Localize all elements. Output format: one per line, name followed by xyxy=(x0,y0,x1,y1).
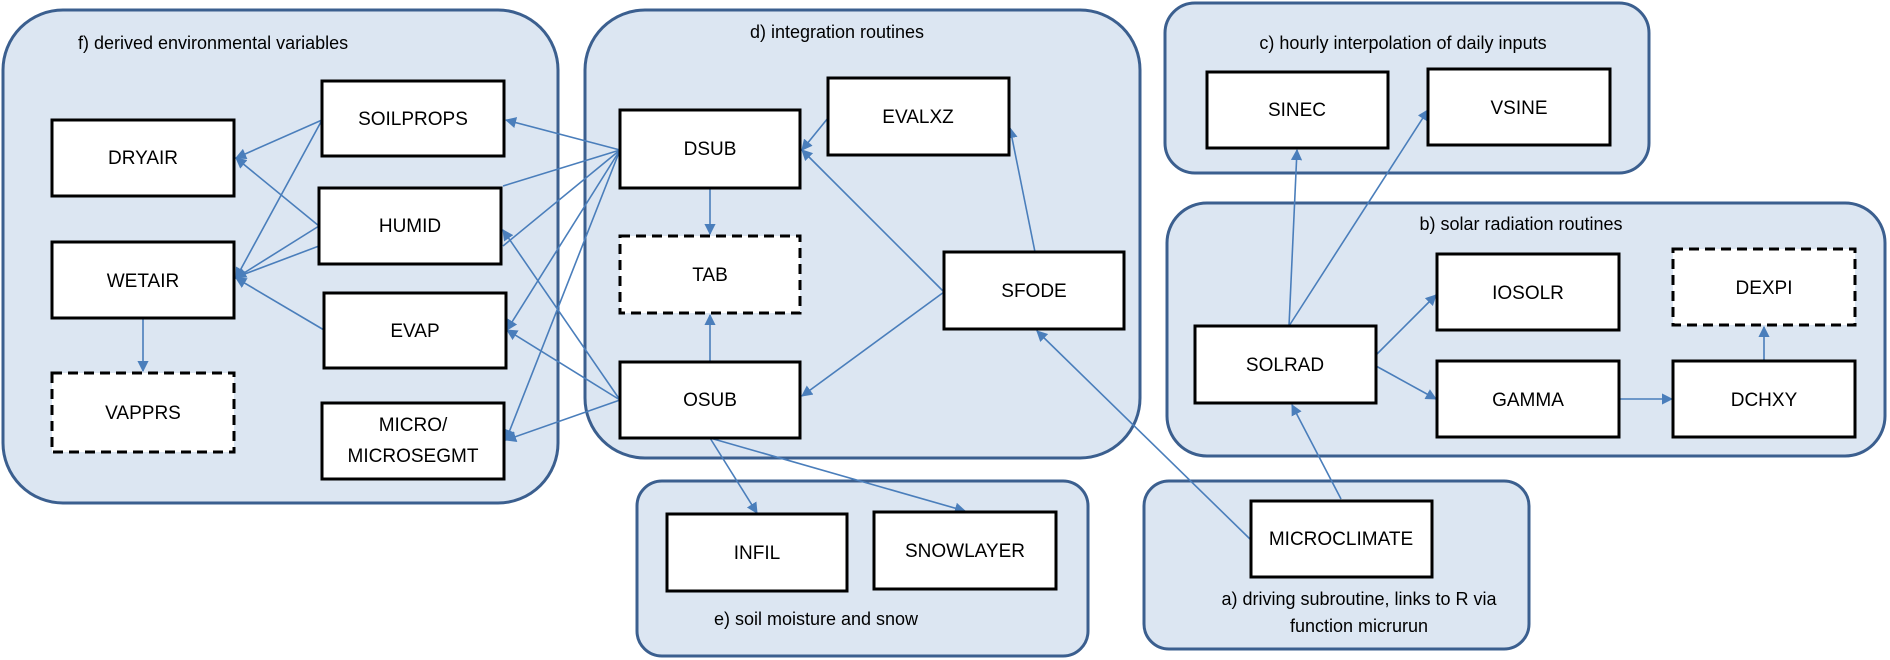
node-dryair-label: DRYAIR xyxy=(108,148,178,169)
edge-solrad-to-sinec xyxy=(1288,148,1303,327)
node-sinec-label: SINEC xyxy=(1268,100,1326,121)
edge-osub-to-micro xyxy=(504,399,621,442)
node-dchxy: DCHXY xyxy=(1671,359,1857,439)
node-infil-label: INFIL xyxy=(734,543,780,564)
node-dexpi: DEXPI xyxy=(1671,247,1857,327)
node-micro-microsegmt: MICRO/ MICROSEGMT xyxy=(320,401,506,481)
node-iosolr-label: IOSOLR xyxy=(1492,283,1564,304)
group-e-label: e) soil moisture and snow xyxy=(714,609,919,629)
node-solrad-label: SOLRAD xyxy=(1246,355,1324,376)
node-evap-label: EVAP xyxy=(390,321,439,342)
node-vsine: VSINE xyxy=(1426,67,1612,147)
group-b-label: b) solar radiation routines xyxy=(1419,214,1622,234)
node-micro-label-line-1: MICRO/ xyxy=(379,415,448,436)
node-sinec: SINEC xyxy=(1205,70,1390,150)
edge-sfode-to-evalxz xyxy=(1006,126,1036,253)
node-sfode: SFODE xyxy=(942,250,1126,331)
node-vsine-label: VSINE xyxy=(1490,98,1547,119)
node-humid: HUMID xyxy=(317,186,503,266)
node-dsub-label: DSUB xyxy=(684,139,737,160)
group-f-label: f) derived environmental variables xyxy=(78,33,348,53)
node-osub: OSUB xyxy=(618,360,802,440)
edge-microclimate-to-solrad xyxy=(1291,404,1342,500)
node-gamma-label: GAMMA xyxy=(1492,390,1564,411)
group-a-label-line-1: a) driving subroutine, links to R via xyxy=(1221,589,1497,609)
node-tab-label: TAB xyxy=(692,265,728,286)
edge-dsub-to-soilprops xyxy=(504,117,621,151)
edge-osub-to-snowlayer xyxy=(709,437,967,514)
edge-osub-to-humid xyxy=(502,229,621,401)
connector-line xyxy=(502,149,621,187)
node-vapprs-label: VAPPRS xyxy=(105,403,181,424)
edge-dsub-to-evap xyxy=(506,149,621,331)
edge-osub-to-infil xyxy=(709,437,758,514)
edge-humid-to-dryair xyxy=(235,157,320,227)
node-microclimate: MICROCLIMATE xyxy=(1249,499,1434,579)
node-evalxz-label: EVALXZ xyxy=(882,107,954,128)
node-evalxz: EVALXZ xyxy=(826,76,1011,157)
node-microclimate-label: MICROCLIMATE xyxy=(1269,529,1413,550)
edge-osub-to-evap xyxy=(506,329,621,401)
node-osub-label: OSUB xyxy=(683,390,737,411)
node-evap: EVAP xyxy=(322,291,508,370)
node-gamma: GAMMA xyxy=(1435,359,1621,439)
node-dchxy-label: DCHXY xyxy=(1731,390,1798,411)
edge-microclimate-to-sfode xyxy=(1036,330,1252,541)
edge-sfode-to-dsub xyxy=(801,149,945,293)
node-snowlayer: SNOWLAYER xyxy=(872,510,1058,591)
group-c-label: c) hourly interpolation of daily inputs xyxy=(1259,33,1546,53)
node-sfode-label: SFODE xyxy=(1001,281,1066,302)
node-micro-label-line-2: MICROSEGMT xyxy=(348,446,479,467)
node-soilprops-label: SOILPROPS xyxy=(358,109,468,130)
edge-soilprops-to-wetair xyxy=(235,119,323,279)
edge-dsub-to-micro xyxy=(504,149,621,442)
edge-solrad-to-vsine xyxy=(1288,109,1429,327)
edge-solrad-to-iosolr xyxy=(1375,294,1437,356)
connector-line xyxy=(502,149,621,247)
node-dsub: DSUB xyxy=(618,108,802,190)
connector-line xyxy=(233,245,320,279)
edge-evap-to-wetair xyxy=(235,277,325,331)
node-tab: TAB xyxy=(618,234,802,315)
node-iosolr: IOSOLR xyxy=(1435,252,1621,332)
node-dryair: DRYAIR xyxy=(50,118,236,198)
node-solrad: SOLRAD xyxy=(1193,324,1378,405)
node-wetair-label: WETAIR xyxy=(107,271,179,292)
group-d-label: d) integration routines xyxy=(750,22,924,42)
edge-layer xyxy=(137,109,1770,541)
edge-solrad-to-gamma xyxy=(1375,365,1437,400)
edge-humid-to-wetair xyxy=(235,225,320,279)
edge-sfode-to-osub xyxy=(801,291,945,397)
node-soilprops: SOILPROPS xyxy=(320,79,506,158)
node-vapprs: VAPPRS xyxy=(50,371,236,454)
node-snowlayer-label: SNOWLAYER xyxy=(905,541,1025,562)
group-a-label-line-2: function micrurun xyxy=(1290,616,1428,636)
edge-evalxz-to-dsub xyxy=(801,117,829,151)
node-infil: INFIL xyxy=(665,512,849,593)
node-wetair: WETAIR xyxy=(50,240,236,320)
node-humid-label: HUMID xyxy=(379,216,441,237)
node-dexpi-label: DEXPI xyxy=(1735,278,1792,299)
edge-soilprops-to-dryair xyxy=(234,119,323,160)
